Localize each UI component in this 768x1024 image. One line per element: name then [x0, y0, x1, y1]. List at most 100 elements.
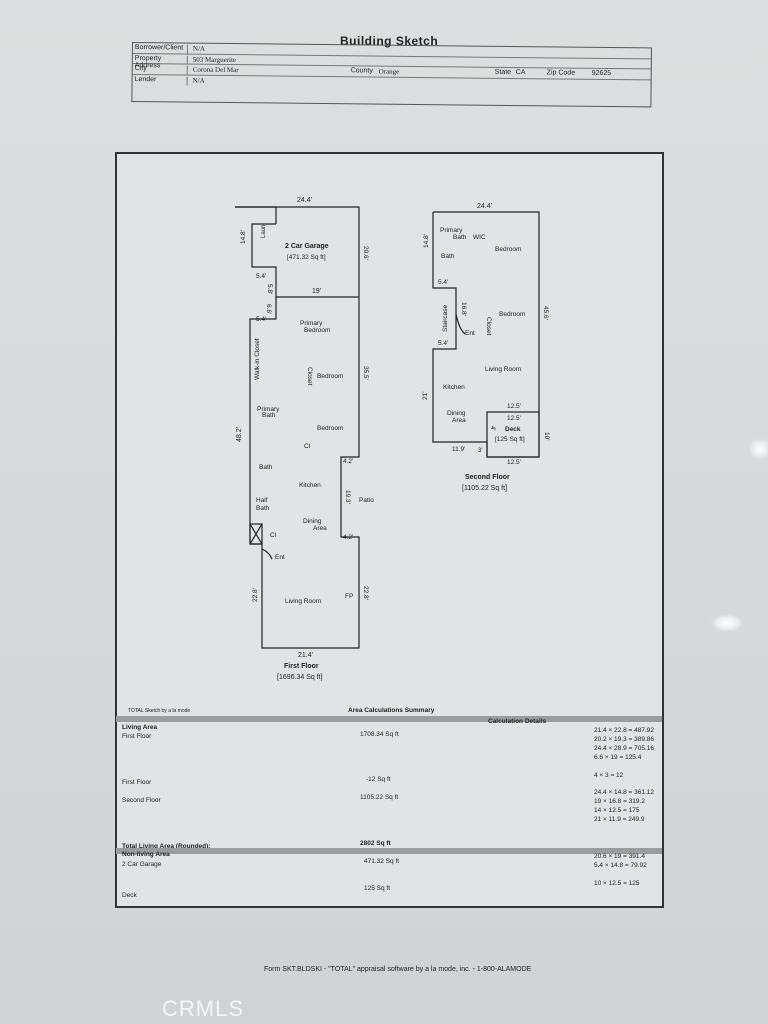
ff-dim-48-2: 48.2' — [236, 427, 243, 442]
ff-cl: Cl — [304, 443, 311, 450]
row-1-label: First Floor — [122, 733, 152, 740]
total-label: Total Living Area (Rounded): — [122, 843, 211, 850]
row-2-label: First Floor — [122, 779, 152, 786]
lender-label: Lender — [134, 75, 188, 86]
row-3-detail-1: 24.4 × 14.8 = 361.12 — [594, 789, 654, 796]
sf-staircase: Staircase — [442, 305, 449, 332]
sf-title: Second Floor — [465, 474, 510, 481]
sf-dim-16-8: 16.8' — [460, 302, 467, 316]
garage-row-area: 471.32 Sq ft — [364, 858, 400, 865]
ff-dim-4-2a: 4.2' — [343, 458, 353, 465]
garage-detail-1: 20.6 × 19 = 391.4 — [594, 853, 645, 860]
ff-dim-35-5: 35.5' — [362, 366, 369, 380]
row-3-label: Second Floor — [122, 797, 161, 804]
ff-kitchen: Kitchen — [299, 482, 321, 489]
non-living-label: Non-living Area — [122, 851, 170, 858]
ff-living-room: Living Room — [285, 598, 321, 605]
state-label: State — [494, 68, 512, 77]
county-value: Orange — [378, 67, 400, 76]
footer-text: Form SKT.BLDSKI - "TOTAL" appraisal soft… — [264, 966, 532, 973]
state-value: CA — [515, 69, 526, 77]
sf-deck: Deck — [505, 426, 521, 433]
area-calculations-summary: TOTAL Sketch by a la mode Area Calculati… — [116, 707, 662, 904]
ff-fp: FP — [345, 593, 353, 600]
row-3-detail-3: 14 × 12.5 = 175 — [594, 807, 640, 814]
sf-closet: Closet — [485, 317, 492, 336]
sf-dining-2: Area — [452, 417, 466, 424]
sf-dim-deck-bottom: 12.5' — [507, 459, 521, 466]
ff-dim-19-3: 19.3' — [344, 490, 351, 504]
city-label: City — [134, 65, 188, 75]
row-1-detail-2: 20.2 × 19.3 = 389.86 — [594, 736, 654, 743]
ff-title: First Floor — [284, 663, 319, 670]
entry-swing-2 — [455, 313, 466, 335]
property-value: 503 Marguerite — [192, 55, 237, 64]
sf-dim-5-4a: 5.4' — [438, 279, 448, 286]
row-3-detail-4: 21 × 11.9 = 249.9 — [594, 816, 645, 823]
zip-label: Zip Code — [546, 69, 576, 77]
ff-cl2: Cl — [270, 532, 277, 539]
sf-dim-3: 3' — [478, 448, 482, 454]
zip-value: 92625 — [591, 70, 612, 78]
ff-laun-label: Laun — [261, 225, 267, 238]
ff-bedroom-b: Bedroom — [317, 425, 343, 432]
document-title: Building Sketch — [340, 34, 439, 48]
ff-dim-22-8-left: 22.8' — [252, 588, 259, 602]
ff-primary-bath-1: Primary — [257, 406, 280, 413]
ff-dim-5-4b: 5.4' — [256, 316, 266, 323]
summary-mid-bar — [116, 848, 662, 854]
summary-title: Area Calculations Summary — [348, 707, 435, 714]
ff-garage-area: [471.32 Sq ft] — [287, 254, 326, 261]
sf-dim-11-9: 11.9' — [452, 446, 465, 453]
sf-dim-4: 4' — [489, 426, 495, 430]
ff-half-bath-1: Half — [256, 497, 268, 504]
ff-area: [1696.34 Sq ft] — [277, 674, 323, 681]
closet-x2 — [249, 523, 263, 545]
sf-bedroom-a: Bedroom — [495, 246, 521, 253]
screen-glare-2 — [710, 614, 744, 632]
entry-swing-1 — [261, 548, 273, 560]
sf-primary-bath-1: Primary — [440, 227, 463, 234]
sf-kitchen: Kitchen — [443, 384, 465, 391]
row-1-area: 1708.34 Sq ft — [360, 731, 399, 738]
ff-patio: Patio — [359, 497, 374, 504]
deck-box — [486, 411, 540, 458]
ff-primary-bath-2: Bath — [262, 412, 276, 419]
sf-bedroom-b: Bedroom — [499, 311, 525, 318]
sketch-frame: 24.4' 14.8' Laun 2 Car Garage [471.32 Sq… — [115, 152, 664, 908]
ff-walk-in-closet: Walk-in Closet — [254, 338, 261, 380]
ff-dining-1: Dining — [303, 518, 322, 525]
row-2-area: -12 Sq ft — [366, 776, 391, 783]
sf-dim-21: 21' — [422, 392, 429, 400]
ff-garage-label: 2 Car Garage — [285, 243, 329, 250]
ff-dim-22-8-right: 22.8' — [362, 586, 369, 600]
watermark: CRMLS — [162, 996, 245, 1021]
sf-living-room: Living Room — [485, 366, 521, 373]
ff-dim-4-2b: 4.2' — [343, 534, 353, 541]
sf-dining-1: Dining — [447, 410, 466, 417]
row-3-area: 1105.22 Sq ft — [360, 794, 399, 801]
city-value: Corona Del Mar — [192, 65, 239, 75]
row-1-detail-4: 6.6 × 19 = 125.4 — [594, 754, 642, 761]
header-table: Borrower/Client N/A Property Address 503… — [131, 42, 652, 108]
ff-dim-19: 19' — [312, 288, 321, 295]
sf-primary-bath-2: Bath — [453, 234, 467, 241]
ff-dim-5-4a: 5.4' — [256, 273, 266, 280]
sf-dim-14-8: 14.8' — [423, 234, 430, 248]
sf-dim-top: 24.4' — [477, 203, 492, 210]
sf-dim-5-4b: 5.4' — [438, 340, 448, 347]
ff-dim-6-6: 6.6' — [265, 304, 272, 314]
living-area-label: Living Area — [122, 724, 158, 731]
ff-dim-laun: 14.8' — [240, 230, 247, 244]
deck-detail-1: 10 × 12.5 = 125 — [594, 880, 640, 887]
row-2-detail-1: 4 × 3 = 12 — [594, 772, 624, 779]
ff-dim-top: 24.4' — [297, 197, 312, 204]
deck-row-area: 125 Sq ft — [364, 885, 391, 892]
ff-bath: Bath — [259, 464, 273, 471]
total-value: 2802 Sq ft — [360, 840, 391, 847]
screen-glare — [748, 438, 768, 460]
floor-plan-sketch: 24.4' 14.8' Laun 2 Car Garage [471.32 Sq… — [235, 197, 550, 681]
ff-closet: Closet — [306, 367, 313, 386]
sf-dim-deck-top: 12.5' — [507, 415, 521, 422]
ff-dim-5-8: 5.8' — [266, 284, 273, 294]
